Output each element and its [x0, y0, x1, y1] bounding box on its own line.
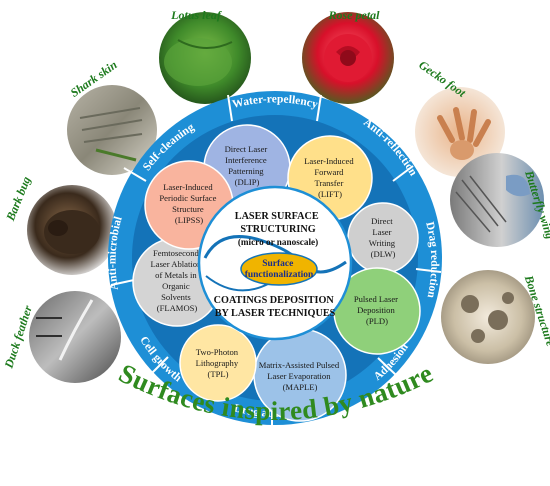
lipss-line-2: Periodic Surface	[159, 193, 216, 203]
butterfly-wing-image	[450, 153, 544, 247]
structuring-line-1: LASER SURFACE	[235, 211, 319, 222]
lipss-line-4: (LIPSS)	[175, 215, 203, 225]
duck-feather-image	[29, 291, 121, 383]
lipss-line-3: Structure	[172, 204, 204, 214]
svg-text:Pulsed Laser Depositio: Pulsed Laser Deposition (PLD)	[354, 294, 400, 326]
lotus-leaf-image	[159, 12, 251, 104]
dlip-line-4: (DLIP)	[235, 177, 260, 187]
pld-line-3: (PLD)	[366, 316, 388, 326]
lift-line-3: Transfer	[315, 178, 344, 188]
maple-line-3: (MAPLE)	[283, 382, 318, 392]
technique-pld: Pulsed Laser Deposition (PLD)	[333, 267, 421, 355]
svg-text:Laser-Induced Forward: Laser-Induced Forward Transfer (LIFT)	[304, 156, 356, 199]
dlw-line-3: Writing	[369, 238, 396, 248]
tpl-line-1: Two-Photon	[196, 347, 239, 357]
lift-line-4: (LIFT)	[318, 189, 342, 199]
dlip-line-3: Patterning	[228, 166, 264, 176]
svg-text:Direct Laser W: Direct Laser Writing (DLW)	[369, 216, 398, 259]
lift-line-2: Forward	[314, 167, 344, 177]
flamos-line-3: of Metals in	[155, 270, 197, 280]
dlw-line-4: (DLW)	[371, 249, 396, 259]
technique-dlw: Direct Laser Writing (DLW)	[347, 202, 419, 274]
structuring-line-2: STRUCTURING	[240, 224, 315, 235]
technique-maple: Matrix-Assisted Pulsed Laser Evaporation…	[253, 328, 347, 422]
technique-tpl: Two-Photon Lithography (TPL)	[179, 324, 257, 402]
flamos-line-6: (FLAMOS)	[157, 303, 198, 313]
lotus-leaf-label: Lotus leaf	[170, 8, 222, 22]
flamos-line-1: Femtosecond	[153, 248, 200, 258]
flamos-line-5: Solvents	[161, 292, 191, 302]
svg-text:Surface functionalizatio: Surface functionalization	[245, 259, 314, 280]
dlip-line-2: Interference	[225, 155, 267, 165]
core-swirl	[203, 235, 347, 274]
maple-line-1: Matrix-Assisted Pulsed	[259, 360, 340, 370]
surface-line-2: functionalization	[245, 270, 314, 280]
dlw-line-1: Direct	[371, 216, 393, 226]
bark-bug-image	[27, 185, 117, 275]
bark-bug-label: Bark bug	[3, 174, 34, 223]
dlw-line-2: Laser	[372, 227, 391, 237]
lift-line-1: Laser-Induced	[304, 156, 354, 166]
coatings-line-2: BY LASER TECHNIQUES	[215, 308, 336, 319]
lipss-line-1: Laser-Induced	[163, 182, 213, 192]
surface-functionalization-oval	[240, 252, 318, 286]
svg-text:Femtosecond Laser Abla: Femtosecond Laser Ablation of Metals in …	[151, 248, 204, 313]
core: LASER SURFACE STRUCTURING (micro or nano…	[197, 185, 353, 341]
nature-images	[27, 12, 544, 383]
shark-skin-image	[67, 85, 157, 175]
surface-line-1: Surface	[262, 259, 293, 269]
dlip-line-1: Direct Laser	[225, 144, 268, 154]
svg-text:Matrix-Assisted Pulsed: Matrix-Assisted Pulsed Laser Evaporation…	[259, 360, 342, 392]
svg-text:Laser-Induced Periodic: Laser-Induced Periodic Surface Structure…	[159, 182, 218, 225]
coatings-line-1: COATINGS DEPOSITION	[214, 295, 335, 306]
pld-line-1: Pulsed Laser	[354, 294, 398, 304]
technique-circles: Direct Laser Interference Patterning (DL…	[132, 124, 421, 422]
svg-text:Two-Photon Lithography: Two-Photon Lithography (TPL)	[196, 347, 241, 379]
structuring-line-3: (micro or nanoscale)	[238, 237, 318, 247]
svg-text:LASER SURFACE STRUCTURIN: LASER SURFACE STRUCTURING	[235, 211, 321, 235]
maple-line-2: Laser Evaporation	[267, 371, 331, 381]
flamos-line-4: Organic	[162, 281, 190, 291]
rose-petal-label: Rose petal	[328, 8, 381, 22]
tpl-line-2: Lithography	[196, 358, 239, 368]
tpl-line-3: (TPL)	[207, 369, 228, 379]
gecko-foot-image	[415, 87, 505, 177]
flamos-line-2: Laser Ablation	[151, 259, 203, 269]
water-repellency-label: Water-repellency	[231, 93, 319, 111]
svg-text:Direct Laser Interfere: Direct Laser Interference Patterning (DL…	[225, 144, 270, 187]
pld-line-2: Deposition	[357, 305, 395, 315]
svg-text:COATINGS DEPOSITION BY L: COATINGS DEPOSITION BY LASER TECHNIQUES	[214, 295, 337, 319]
drag-reduction-label: Drag reduction	[423, 221, 440, 300]
rose-petal-image	[302, 12, 394, 104]
bone-structure-image	[441, 270, 535, 364]
